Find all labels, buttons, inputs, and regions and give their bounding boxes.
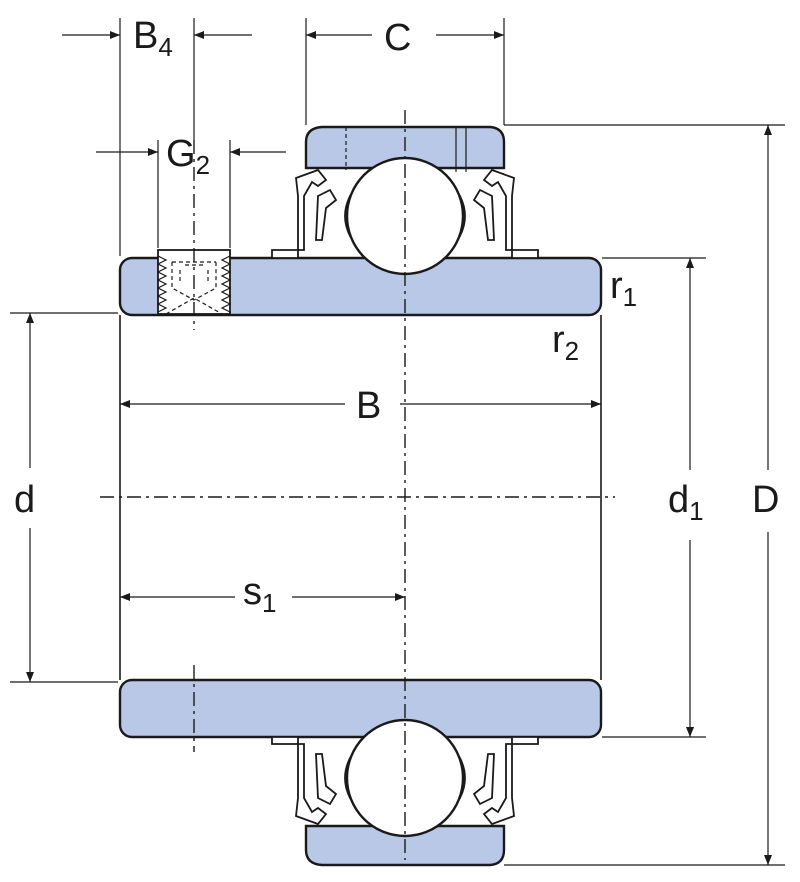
- label-b4: B4: [133, 15, 173, 62]
- seal-left-top: [271, 168, 338, 259]
- label-d: d: [14, 479, 35, 521]
- label-d1: d1: [668, 479, 704, 526]
- inner-ring-bottom: [118, 678, 603, 739]
- label-b: B: [356, 385, 381, 427]
- label-g2: G2: [166, 133, 210, 180]
- label-s1: s1: [243, 571, 276, 618]
- inner-ring-top: [118, 256, 603, 317]
- label-d-outer: D: [752, 479, 779, 521]
- label-r2: r2: [552, 319, 579, 366]
- label-c: C: [384, 17, 411, 59]
- seal-right-top: [472, 168, 539, 259]
- seal-right-bottom: [472, 736, 539, 826]
- label-r1: r1: [610, 265, 637, 312]
- lubrication-hole: [455, 127, 467, 172]
- seal-left-bottom: [271, 736, 338, 826]
